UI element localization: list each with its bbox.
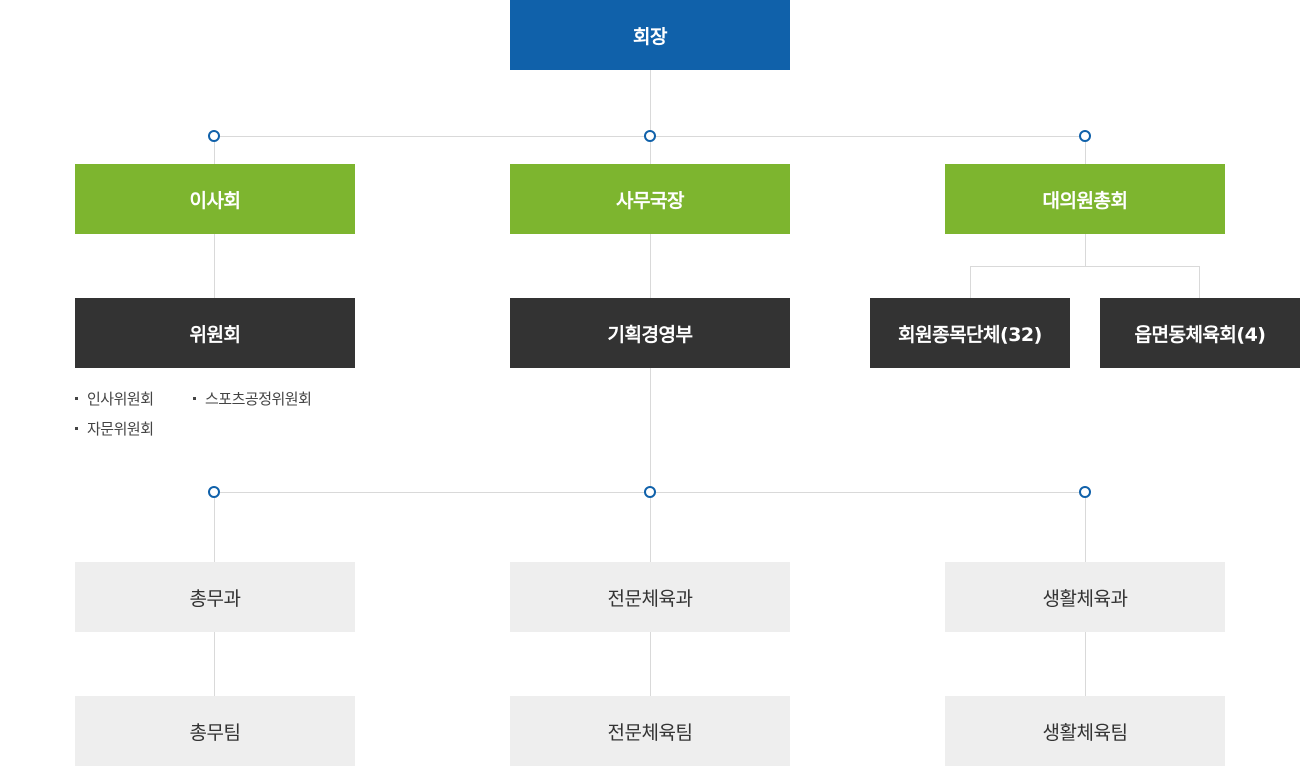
committee-node: 위원회 xyxy=(75,298,355,368)
team-node: 전문체육팀 xyxy=(510,696,790,766)
junction-dot xyxy=(1079,486,1091,498)
team-node: 생활체육팀 xyxy=(945,696,1225,766)
connector-line xyxy=(1085,136,1086,164)
connector-line xyxy=(1199,266,1200,298)
board-node: 이사회 xyxy=(75,164,355,234)
connector-line xyxy=(650,234,651,298)
committee-list-item: 스포츠공정위원회 xyxy=(193,390,312,408)
town-sports-node: 읍면동체육회(4) xyxy=(1100,298,1300,368)
member-sports-node: 회원종목단체(32) xyxy=(870,298,1070,368)
president-node: 회장 xyxy=(510,0,790,70)
junction-dot xyxy=(1079,130,1091,142)
planning-dept-node: 기획경영부 xyxy=(510,298,790,368)
junction-dot xyxy=(208,486,220,498)
connector-line xyxy=(214,492,215,562)
connector-line xyxy=(970,266,1200,267)
connector-line xyxy=(970,266,971,298)
connector-line xyxy=(1085,632,1086,696)
connector-line xyxy=(214,234,215,298)
committee-list-item: 자문위원회 xyxy=(75,420,154,438)
junction-dot xyxy=(208,130,220,142)
connector-line xyxy=(214,632,215,696)
junction-dot xyxy=(644,486,656,498)
department-node: 전문체육과 xyxy=(510,562,790,632)
connector-line xyxy=(1085,492,1086,562)
connector-line xyxy=(650,632,651,696)
connector-line xyxy=(650,70,651,164)
committee-list-item: 인사위원회 xyxy=(75,390,154,408)
connector-line xyxy=(1085,234,1086,266)
junction-dot xyxy=(644,130,656,142)
team-node: 총무팀 xyxy=(75,696,355,766)
general-assembly-node: 대의원총회 xyxy=(945,164,1225,234)
secretary-general-node: 사무국장 xyxy=(510,164,790,234)
department-node: 생활체육과 xyxy=(945,562,1225,632)
connector-line xyxy=(214,136,215,164)
connector-line xyxy=(650,368,651,562)
department-node: 총무과 xyxy=(75,562,355,632)
